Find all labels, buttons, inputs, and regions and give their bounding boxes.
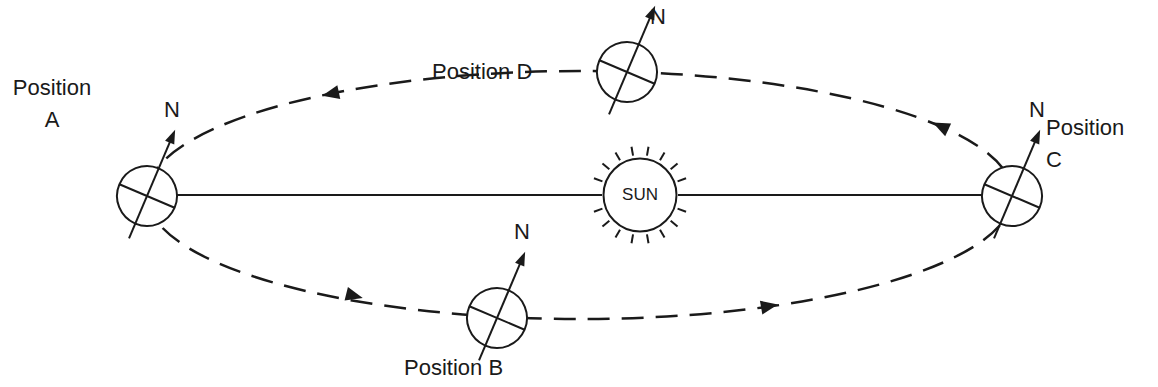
earth-symbol xyxy=(451,240,552,372)
position-label: Position D xyxy=(432,56,532,88)
orbit-arrow xyxy=(345,287,365,305)
earth-symbol xyxy=(101,118,202,250)
position-label: Position A xyxy=(6,72,98,136)
orbit-arrow xyxy=(930,116,951,136)
orbit-path xyxy=(147,71,1013,319)
north-label: N xyxy=(1029,94,1045,126)
orbit-arrow xyxy=(321,85,341,102)
sun-rays xyxy=(591,147,689,244)
sun-label: SUN xyxy=(602,157,678,233)
position-label: Position C xyxy=(1046,112,1146,176)
north-label: N xyxy=(514,216,530,248)
orbit-arrow xyxy=(760,298,779,315)
earth-symbol xyxy=(581,0,682,126)
north-label: N xyxy=(164,94,180,126)
position-label: Position B xyxy=(404,352,503,384)
north-label: N xyxy=(650,1,666,33)
sun-line xyxy=(678,194,983,196)
sun-circle: SUN xyxy=(602,157,678,233)
sun-line xyxy=(177,194,602,196)
